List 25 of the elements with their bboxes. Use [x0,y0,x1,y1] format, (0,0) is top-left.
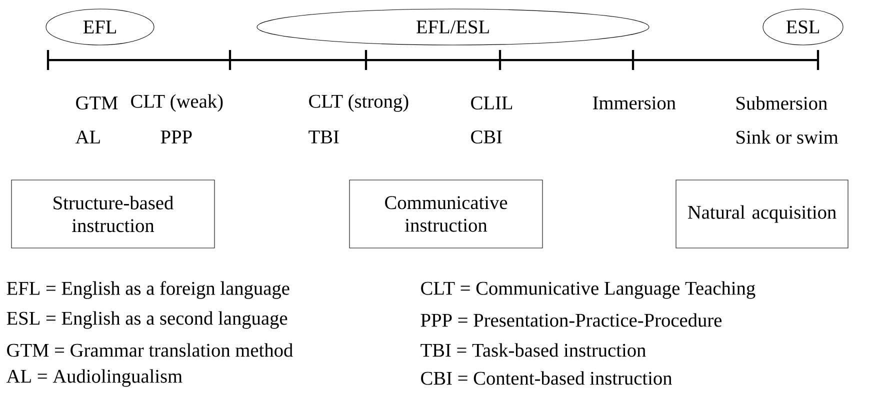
definition-text: CLT = Communicative Language Teaching [421,281,756,299]
definition-text: PPP = Presentation-Practice-Procedure [420,313,722,327]
term-label: CBI [471,130,502,144]
term-label: GTM [76,96,118,110]
definition-text: ESL = English as a second language [6,311,288,329]
definition-text: GTM = Grammar translation method [7,343,293,357]
definition-text: AL = Audiolingualism [6,369,182,387]
ellipse-label: ESL [762,8,844,46]
category-box: Natural acquisition [676,180,848,248]
term-label: Sink or swim [736,130,838,144]
ellipse-label: EFL [46,8,154,46]
definition-text: TBI = Task-based instruction [420,343,646,357]
term-label: PPP [160,130,192,144]
term-label: Submersion [736,96,828,110]
definition-text: CBI = Content-based instruction [421,371,672,385]
term-label: CLT (weak) [131,94,223,112]
term-label: Immersion [592,96,676,110]
term-label: CLIL [471,96,512,110]
term-label: TBI [308,130,339,144]
term-label: AL [75,130,100,144]
term-label: CLT (strong) [309,94,408,112]
category-box: Communicative instruction [349,180,543,248]
category-box: Structure-based instruction [11,180,215,248]
definition-text: EFL = English as a foreign language [6,281,290,299]
ellipse-label: EFL/ESL [256,8,650,46]
